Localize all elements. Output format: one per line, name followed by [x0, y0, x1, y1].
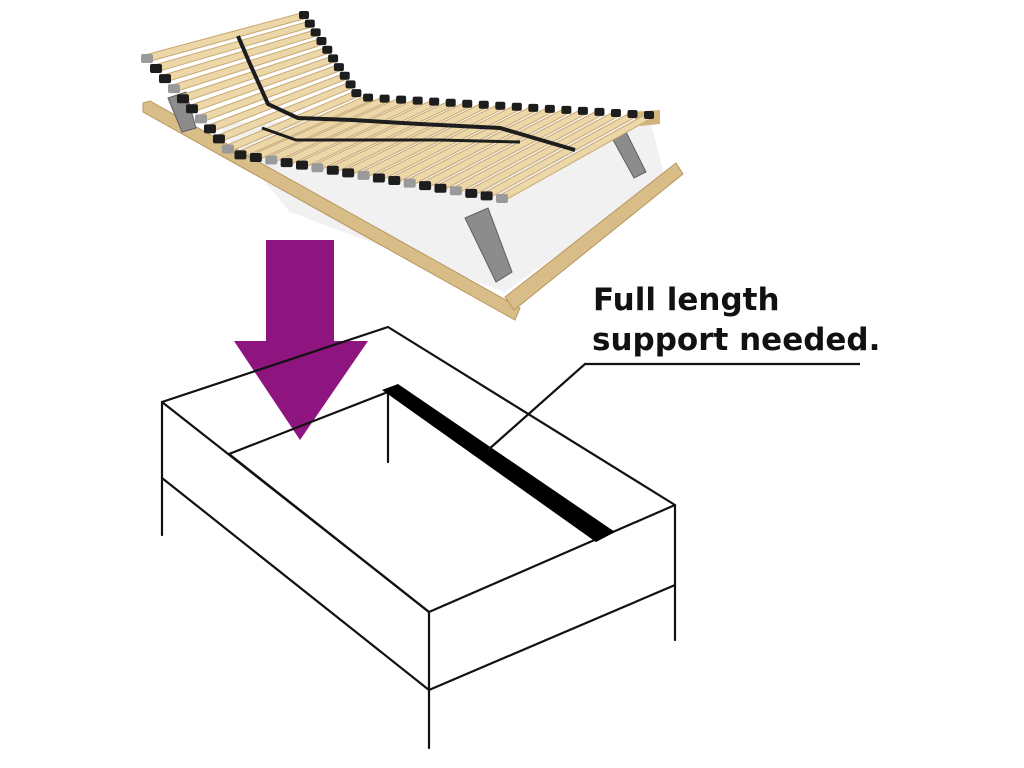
- slat-end-cap: [185, 104, 198, 114]
- slat-end-cap: [511, 102, 522, 111]
- center-strap: [236, 35, 576, 152]
- lift-bracket: [167, 91, 647, 283]
- slat-end-cap: [310, 28, 321, 37]
- slat-end-cap: [296, 160, 308, 170]
- frame-lower-edge: [427, 583, 677, 692]
- slat-end-cap: [280, 158, 293, 168]
- slat-end-cap: [333, 63, 344, 72]
- slat-end-cap: [158, 74, 171, 84]
- slatted-bed-base: [141, 11, 684, 321]
- slat-end-cap: [462, 99, 473, 108]
- slat-end-cap: [234, 150, 247, 160]
- slat-end-cap: [194, 114, 207, 124]
- slat-end-cap: [379, 94, 390, 103]
- down-arrow-icon: [234, 240, 368, 440]
- frame-inner-edge: [227, 452, 431, 614]
- slat-end-cap: [167, 84, 180, 94]
- slat-end-cap: [561, 105, 572, 114]
- slat-end-cap: [342, 168, 355, 178]
- slat-end-cap: [304, 19, 315, 28]
- slat-end-cap: [357, 170, 370, 180]
- slat-end-cap: [403, 178, 416, 188]
- slat-end-cap: [480, 191, 493, 201]
- slat-end-cap: [594, 107, 605, 116]
- slat-end-cap: [388, 176, 401, 186]
- callout: Full length support needed.: [487, 282, 880, 451]
- slat-end-cap: [328, 54, 339, 63]
- slat-end-cap: [339, 71, 350, 80]
- slat-end-cap: [322, 45, 333, 54]
- center-support-bar: [382, 384, 615, 542]
- slat-end-cap: [496, 194, 508, 203]
- slat-end-cap: [176, 94, 189, 104]
- slat-end-cap: [372, 173, 385, 183]
- slat-end-cap: [610, 108, 621, 117]
- slat-end-cap: [363, 93, 374, 102]
- slat-end-cap: [434, 183, 447, 193]
- slat-end-cap: [212, 134, 225, 144]
- slat-end-cap: [445, 98, 456, 107]
- slat-end-cap: [249, 152, 262, 162]
- slat-end-cap: [326, 165, 339, 175]
- slat-end-cap: [412, 96, 423, 105]
- slat-end-cap: [627, 109, 638, 118]
- slat-end-cap: [528, 103, 539, 112]
- center-strap: [261, 126, 521, 144]
- slat-end-cap: [644, 111, 654, 119]
- slats-group: [141, 11, 654, 203]
- slat-end-cap: [544, 104, 555, 113]
- slat-end-cap: [141, 54, 153, 63]
- slat-end-cap: [316, 37, 327, 46]
- slat-end-cap: [478, 100, 489, 109]
- slat-end-cap: [345, 80, 356, 89]
- slat-end-cap: [311, 163, 324, 173]
- slat-end-cap: [351, 89, 362, 98]
- slat-end-cap: [299, 11, 309, 19]
- arrow-shape: [234, 240, 368, 440]
- slat-end-cap: [429, 97, 440, 106]
- frame-lower-edge: [160, 476, 431, 692]
- slat-end-cap: [495, 101, 506, 110]
- slat-end-cap: [221, 144, 234, 154]
- slat-end-cap: [203, 124, 216, 134]
- slat-end-cap: [265, 155, 278, 165]
- slat-end-cap: [419, 181, 432, 191]
- slat-end-cap: [577, 106, 588, 115]
- right-side-rail: [504, 162, 684, 311]
- callout-line-2: support needed.: [592, 322, 880, 358]
- frame-top-rim: [160, 325, 677, 614]
- slat-end-cap: [449, 186, 462, 196]
- slat-end-cap: [149, 64, 162, 74]
- callout-line-1: Full length: [593, 282, 780, 318]
- slat-end-cap: [396, 95, 407, 104]
- slat-end-cap: [465, 188, 478, 198]
- callout-leader-line: [487, 362, 860, 451]
